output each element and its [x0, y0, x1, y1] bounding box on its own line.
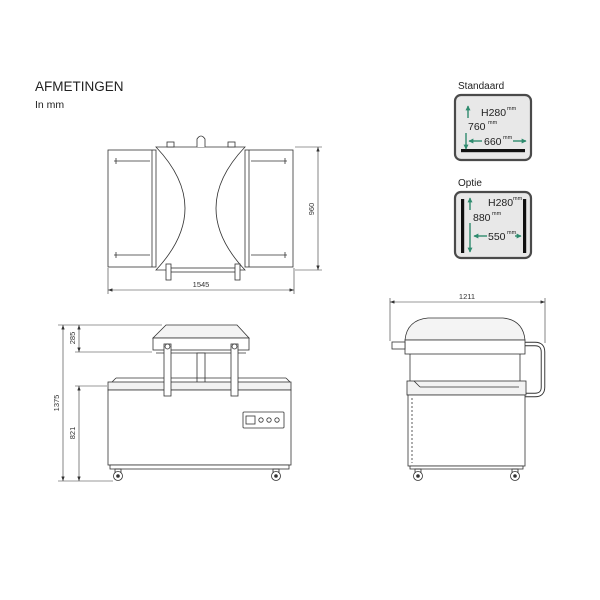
unit-mm: mm	[492, 211, 502, 217]
chamber-height: H280	[488, 197, 513, 209]
side-view	[391, 317, 546, 481]
chamber-box	[453, 93, 533, 162]
width-dimension-label: 1545	[193, 280, 210, 289]
front-view	[107, 324, 292, 481]
wheel-hub	[416, 474, 420, 478]
lid-dome	[404, 317, 526, 341]
side-depth-dimension-label: 1211	[459, 292, 475, 301]
base-plinth	[409, 465, 524, 470]
lid-arm-right	[230, 343, 239, 397]
wheel-hub	[274, 474, 278, 478]
double-headed-arrow-icon	[463, 105, 527, 150]
front-view-dimensions	[58, 324, 162, 482]
caster-wheel-front	[413, 468, 423, 481]
top-view	[107, 135, 294, 281]
caster-wheel-right	[271, 468, 281, 481]
control-knob-icon	[266, 417, 272, 423]
chamber-width: 660	[484, 136, 502, 148]
page-title: AFMETINGEN	[35, 79, 124, 94]
chamber-width: 550	[488, 231, 506, 243]
side-view-dimensions	[389, 298, 546, 343]
unit-mm: mm	[513, 196, 523, 202]
chamber-option-label: Standaard	[458, 81, 504, 92]
lid-handle-bar	[168, 267, 238, 273]
chamber-option-label: Optie	[458, 178, 482, 189]
machine-body	[407, 394, 526, 467]
left-lid-support	[107, 149, 157, 268]
lid-rim	[152, 337, 250, 351]
chamber-rim-left	[111, 377, 117, 383]
lid-height-dimension-label: 285	[68, 332, 77, 345]
side-handle-outline	[525, 341, 546, 398]
top-view-dimensions	[107, 146, 322, 294]
chamber-length: 880	[473, 212, 491, 224]
lid-handle-post-left	[165, 263, 172, 281]
chamber-box	[453, 190, 533, 260]
wheel-hub	[116, 474, 120, 478]
total-height-dimension-label: 1375	[52, 395, 61, 412]
table-height-dimension-label: 821	[68, 427, 77, 440]
lid-rim	[404, 339, 526, 355]
lid-dome	[152, 324, 250, 339]
chamber-edge	[413, 380, 421, 388]
arm-pivot-right	[231, 343, 238, 350]
wheel-hub	[513, 474, 517, 478]
seal-bar	[461, 149, 525, 153]
seal-bar-left	[461, 199, 465, 253]
chamber-option-optional: Optie H280 mm 880 mm 550 mm	[453, 178, 533, 260]
chamber-option-standard: Standaard H280 mm 760 mm 660 mm	[453, 81, 533, 162]
display-icon	[245, 415, 256, 425]
chamber-height: H280	[481, 107, 506, 119]
lid-hinge-left	[166, 141, 175, 148]
unit-mm: mm	[503, 135, 513, 141]
caster-wheel-left	[113, 468, 123, 481]
lid-hinge-right	[227, 141, 236, 148]
control-knob-icon	[274, 417, 280, 423]
control-knob-icon	[258, 417, 264, 423]
depth-dimension-label: 960	[307, 203, 316, 216]
arm-pivot-left	[164, 343, 171, 350]
lid-handle-post-right	[234, 263, 241, 281]
unit-mm: mm	[488, 120, 498, 126]
seal-bar-right	[523, 199, 527, 253]
base-plinth	[109, 464, 290, 470]
caster-wheel-back	[510, 468, 520, 481]
work-surface	[406, 380, 527, 396]
chamber-length: 760	[468, 121, 486, 133]
unit-mm: mm	[507, 230, 517, 236]
vacuum-port	[196, 135, 206, 147]
lid-arm-left	[163, 343, 172, 397]
work-surface	[107, 381, 292, 391]
chamber-lid-top	[155, 146, 246, 271]
double-headed-arrow-icon	[467, 197, 522, 253]
right-lid-support	[244, 149, 294, 268]
side-handle	[525, 342, 545, 397]
hinge-nub	[391, 341, 406, 350]
control-panel	[242, 411, 285, 429]
center-column	[196, 352, 206, 384]
unit-mm: mm	[507, 106, 517, 112]
unit-note: In mm	[35, 99, 64, 111]
chamber-rim-right	[285, 377, 291, 383]
